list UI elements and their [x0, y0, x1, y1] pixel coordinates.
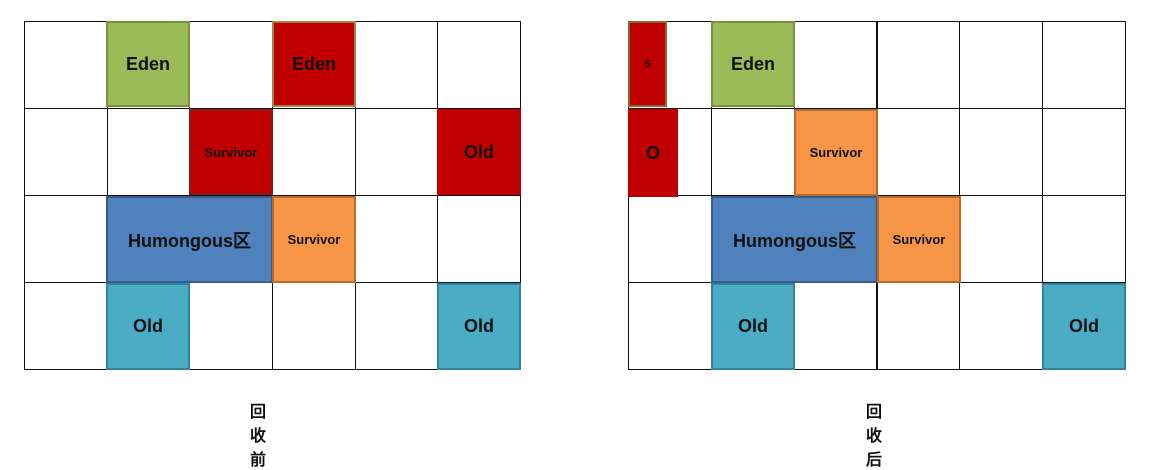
- survivor-region-block: Survivor: [272, 196, 356, 283]
- empty-region-cell: [189, 21, 273, 109]
- empty-region-cell: [1042, 108, 1126, 196]
- eden-region-block: Eden: [711, 21, 795, 107]
- old-small-region-block: O: [628, 109, 678, 197]
- empty-region-cell: [272, 282, 356, 370]
- eden-region-block: Eden: [106, 21, 190, 107]
- old-region-block: Old: [106, 283, 190, 370]
- empty-region-cell: [876, 282, 961, 370]
- survivor-region-block: Survivor: [877, 196, 961, 283]
- survivor-region-block: Survivor: [794, 109, 878, 196]
- empty-region-cell: [959, 21, 1044, 109]
- empty-region-cell: [24, 21, 108, 109]
- eden-region-block: Eden: [272, 21, 356, 107]
- empty-region-cell: [876, 108, 961, 196]
- empty-region-cell: [354, 108, 439, 196]
- empty-region-cell: [354, 21, 439, 109]
- old-region-block: Old: [1042, 283, 1126, 370]
- old-region-block: Old: [711, 283, 795, 370]
- empty-region-cell: [793, 282, 878, 370]
- empty-region-cell: [354, 282, 439, 370]
- empty-region-cell: [24, 282, 108, 370]
- empty-region-cell: [959, 108, 1044, 196]
- empty-region-cell: [793, 21, 878, 109]
- old-region-block: Old: [437, 109, 521, 195]
- empty-region-cell: [710, 108, 795, 196]
- empty-region-cell: [628, 195, 712, 283]
- empty-region-cell: [628, 282, 712, 370]
- old-region-block: Old: [437, 283, 521, 370]
- empty-region-cell: [24, 195, 108, 283]
- empty-region-cell: [189, 282, 273, 370]
- empty-region-cell: [106, 108, 191, 196]
- empty-region-cell: [876, 21, 961, 109]
- after-caption: 回收后: [866, 402, 883, 469]
- empty-region-cell: [959, 282, 1044, 370]
- humongous-region-block: Humongous区: [711, 196, 878, 283]
- empty-region-cell: [1042, 195, 1126, 283]
- humongous-region-block: Humongous区: [106, 196, 273, 283]
- empty-region-cell: [437, 195, 521, 283]
- survivor-small-region-block: S: [628, 21, 667, 107]
- empty-region-cell: [959, 195, 1044, 283]
- empty-region-cell: [437, 21, 521, 109]
- empty-region-cell: [272, 108, 356, 196]
- before-caption: 回收前: [250, 402, 267, 469]
- survivor-region-block: Survivor: [189, 109, 273, 195]
- empty-region-cell: [24, 108, 108, 196]
- empty-region-cell: [354, 195, 439, 283]
- empty-region-cell: [1042, 21, 1126, 109]
